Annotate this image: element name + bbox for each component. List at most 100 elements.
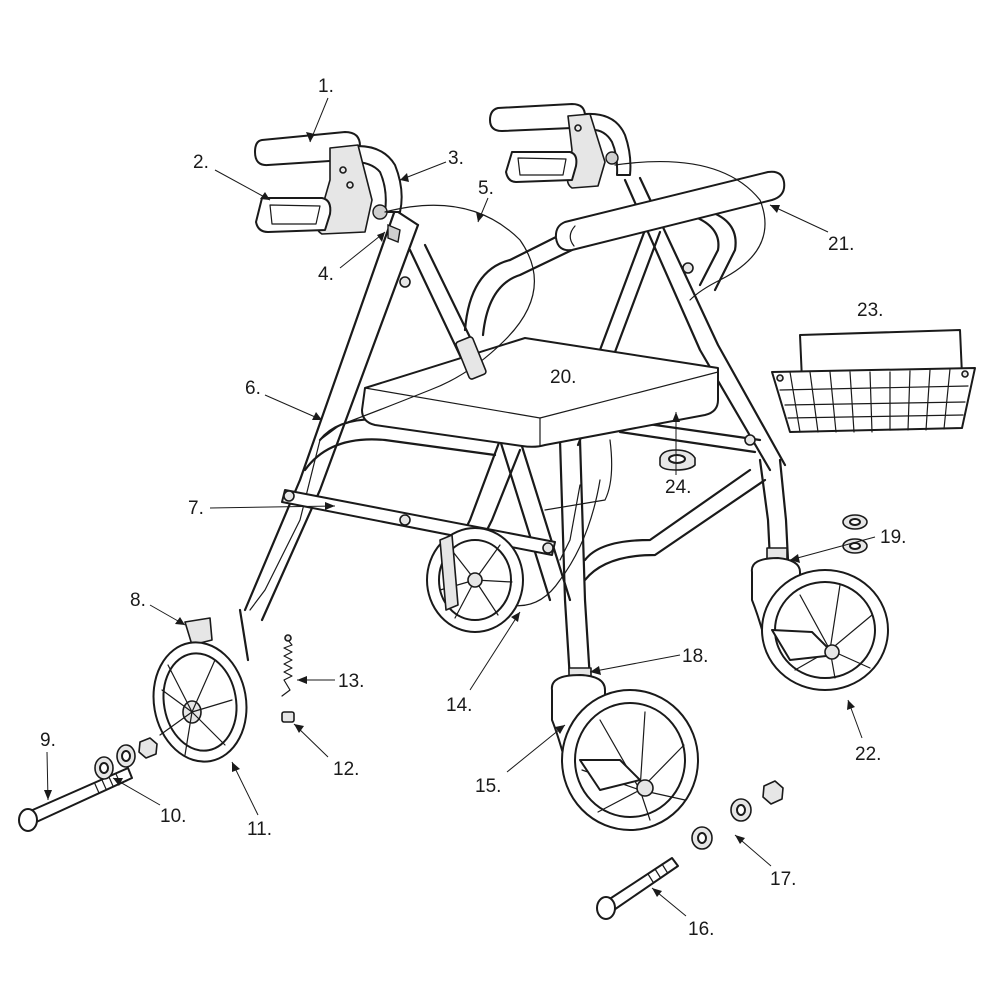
callout-9: 9. <box>40 730 56 751</box>
arrow-9 <box>44 790 52 800</box>
callout-24: 24. <box>665 477 691 498</box>
rear-left-brake-bracket <box>439 534 459 611</box>
arrow-4 <box>377 232 385 242</box>
leader-4 <box>339 231 386 269</box>
lower-rail-right <box>583 468 752 562</box>
leader-arrowheads <box>44 132 855 897</box>
backrest-tube-left-inner <box>481 248 574 337</box>
left-handle-assembly <box>254 131 403 243</box>
arrow-18 <box>590 666 601 675</box>
callout-19: 19. <box>880 527 906 548</box>
caster-fork-arm <box>579 759 641 791</box>
right-upright-outer <box>623 178 772 472</box>
seat-cushion <box>361 337 719 448</box>
arrow-19 <box>790 554 800 563</box>
arrow-14 <box>511 612 520 622</box>
left-housing-rivet <box>339 166 347 174</box>
rear-left-wheel-spokes <box>439 544 513 619</box>
backrest-tube-right <box>703 208 737 292</box>
callout-23: 23. <box>857 300 883 321</box>
left-axle-hardware <box>18 737 158 832</box>
lower-rail-left-inner <box>303 438 497 472</box>
callout-16: 16. <box>688 919 714 940</box>
arrow-11 <box>232 762 240 772</box>
leader-21 <box>769 204 829 233</box>
right-brake-lever-grip <box>517 157 567 176</box>
brake-shoe <box>184 617 213 646</box>
seat-strap <box>559 484 581 561</box>
front-caster-assembly <box>550 667 699 831</box>
lower-brake-cable <box>509 479 601 607</box>
callout-7: 7. <box>188 498 204 519</box>
callout-1: 1. <box>318 76 334 97</box>
backrest-pad <box>554 170 786 252</box>
right-brake-cable <box>614 160 766 301</box>
rear-caster-bearings <box>842 514 868 554</box>
bearing-bore <box>849 542 861 550</box>
right-brake-lever <box>505 151 578 183</box>
front-leg-outer <box>558 438 572 682</box>
frame-bolt <box>399 276 411 288</box>
callout-21: 21. <box>828 234 854 255</box>
leader-7 <box>209 505 336 509</box>
callout-3: 3. <box>448 148 464 169</box>
right-housing-rivet <box>574 124 582 132</box>
axle-bearing-bore <box>121 750 131 762</box>
leader-10 <box>112 777 161 806</box>
rear-right-leg-outer <box>758 458 772 562</box>
callout-15: 15. <box>475 776 501 797</box>
leader-2 <box>214 169 271 201</box>
seat-clip <box>659 449 696 471</box>
cable-stop <box>281 711 295 723</box>
arrow-16 <box>652 888 662 897</box>
left-brake-lever-grip <box>269 204 321 225</box>
arrow-6 <box>312 412 322 420</box>
arrow-2 <box>260 192 270 200</box>
arrow-21 <box>770 205 780 213</box>
left-upright-inner <box>260 223 420 622</box>
arrow-15 <box>555 725 565 734</box>
callout-11: 11. <box>247 819 272 840</box>
rear-right-wheel-hub <box>824 644 840 660</box>
arrow-3 <box>400 173 409 182</box>
axle-bolt-shank <box>27 767 133 825</box>
arrow-13 <box>297 676 307 684</box>
bearing-bore <box>849 518 861 526</box>
basket-hook <box>776 374 784 382</box>
rear-right-wheel-spokes <box>794 584 873 679</box>
frame-bolt <box>682 262 694 274</box>
leader-11 <box>231 761 259 816</box>
left-height-knob <box>387 223 401 243</box>
arrow-22 <box>847 700 855 710</box>
basket <box>771 329 976 433</box>
left-brake-lever <box>255 197 332 233</box>
callout-14: 14. <box>446 695 472 716</box>
arrow-7 <box>325 502 335 510</box>
callout-5: 5. <box>478 178 494 199</box>
leader-15 <box>506 724 566 773</box>
seat-cross-rail-inner <box>618 430 757 454</box>
right-cable-adjuster <box>605 151 619 165</box>
axle-bearing-bore <box>99 762 109 774</box>
basket-vertical-wires <box>789 368 951 433</box>
front-left-wheel-rim <box>162 652 238 752</box>
front-right-wheel-spokes <box>581 711 686 821</box>
basket-hook <box>961 370 969 378</box>
caster-bearing-bore <box>736 804 746 816</box>
front-left-wheel-spokes <box>159 659 233 756</box>
callout-labels: 1. 2. 3. 4. 5. 6. 7. 8. 9. 10. 11. 12. 1… <box>40 76 906 940</box>
backrest-tube-left <box>463 228 572 332</box>
lower-rail-right-inner <box>583 478 767 582</box>
front-right-wheel-hub <box>636 779 654 797</box>
arrow-24 <box>672 412 680 422</box>
seat-clip-hole <box>668 454 686 464</box>
spring-end <box>284 634 292 642</box>
cross-brace-bar <box>281 489 556 556</box>
arrow-8 <box>175 617 185 625</box>
callout-20: 20. <box>550 367 576 388</box>
cross-brace <box>281 489 556 556</box>
backrest-end-seam <box>569 225 576 247</box>
cross-brace-bolt <box>283 490 295 502</box>
seat-pouch-edge <box>544 439 613 511</box>
